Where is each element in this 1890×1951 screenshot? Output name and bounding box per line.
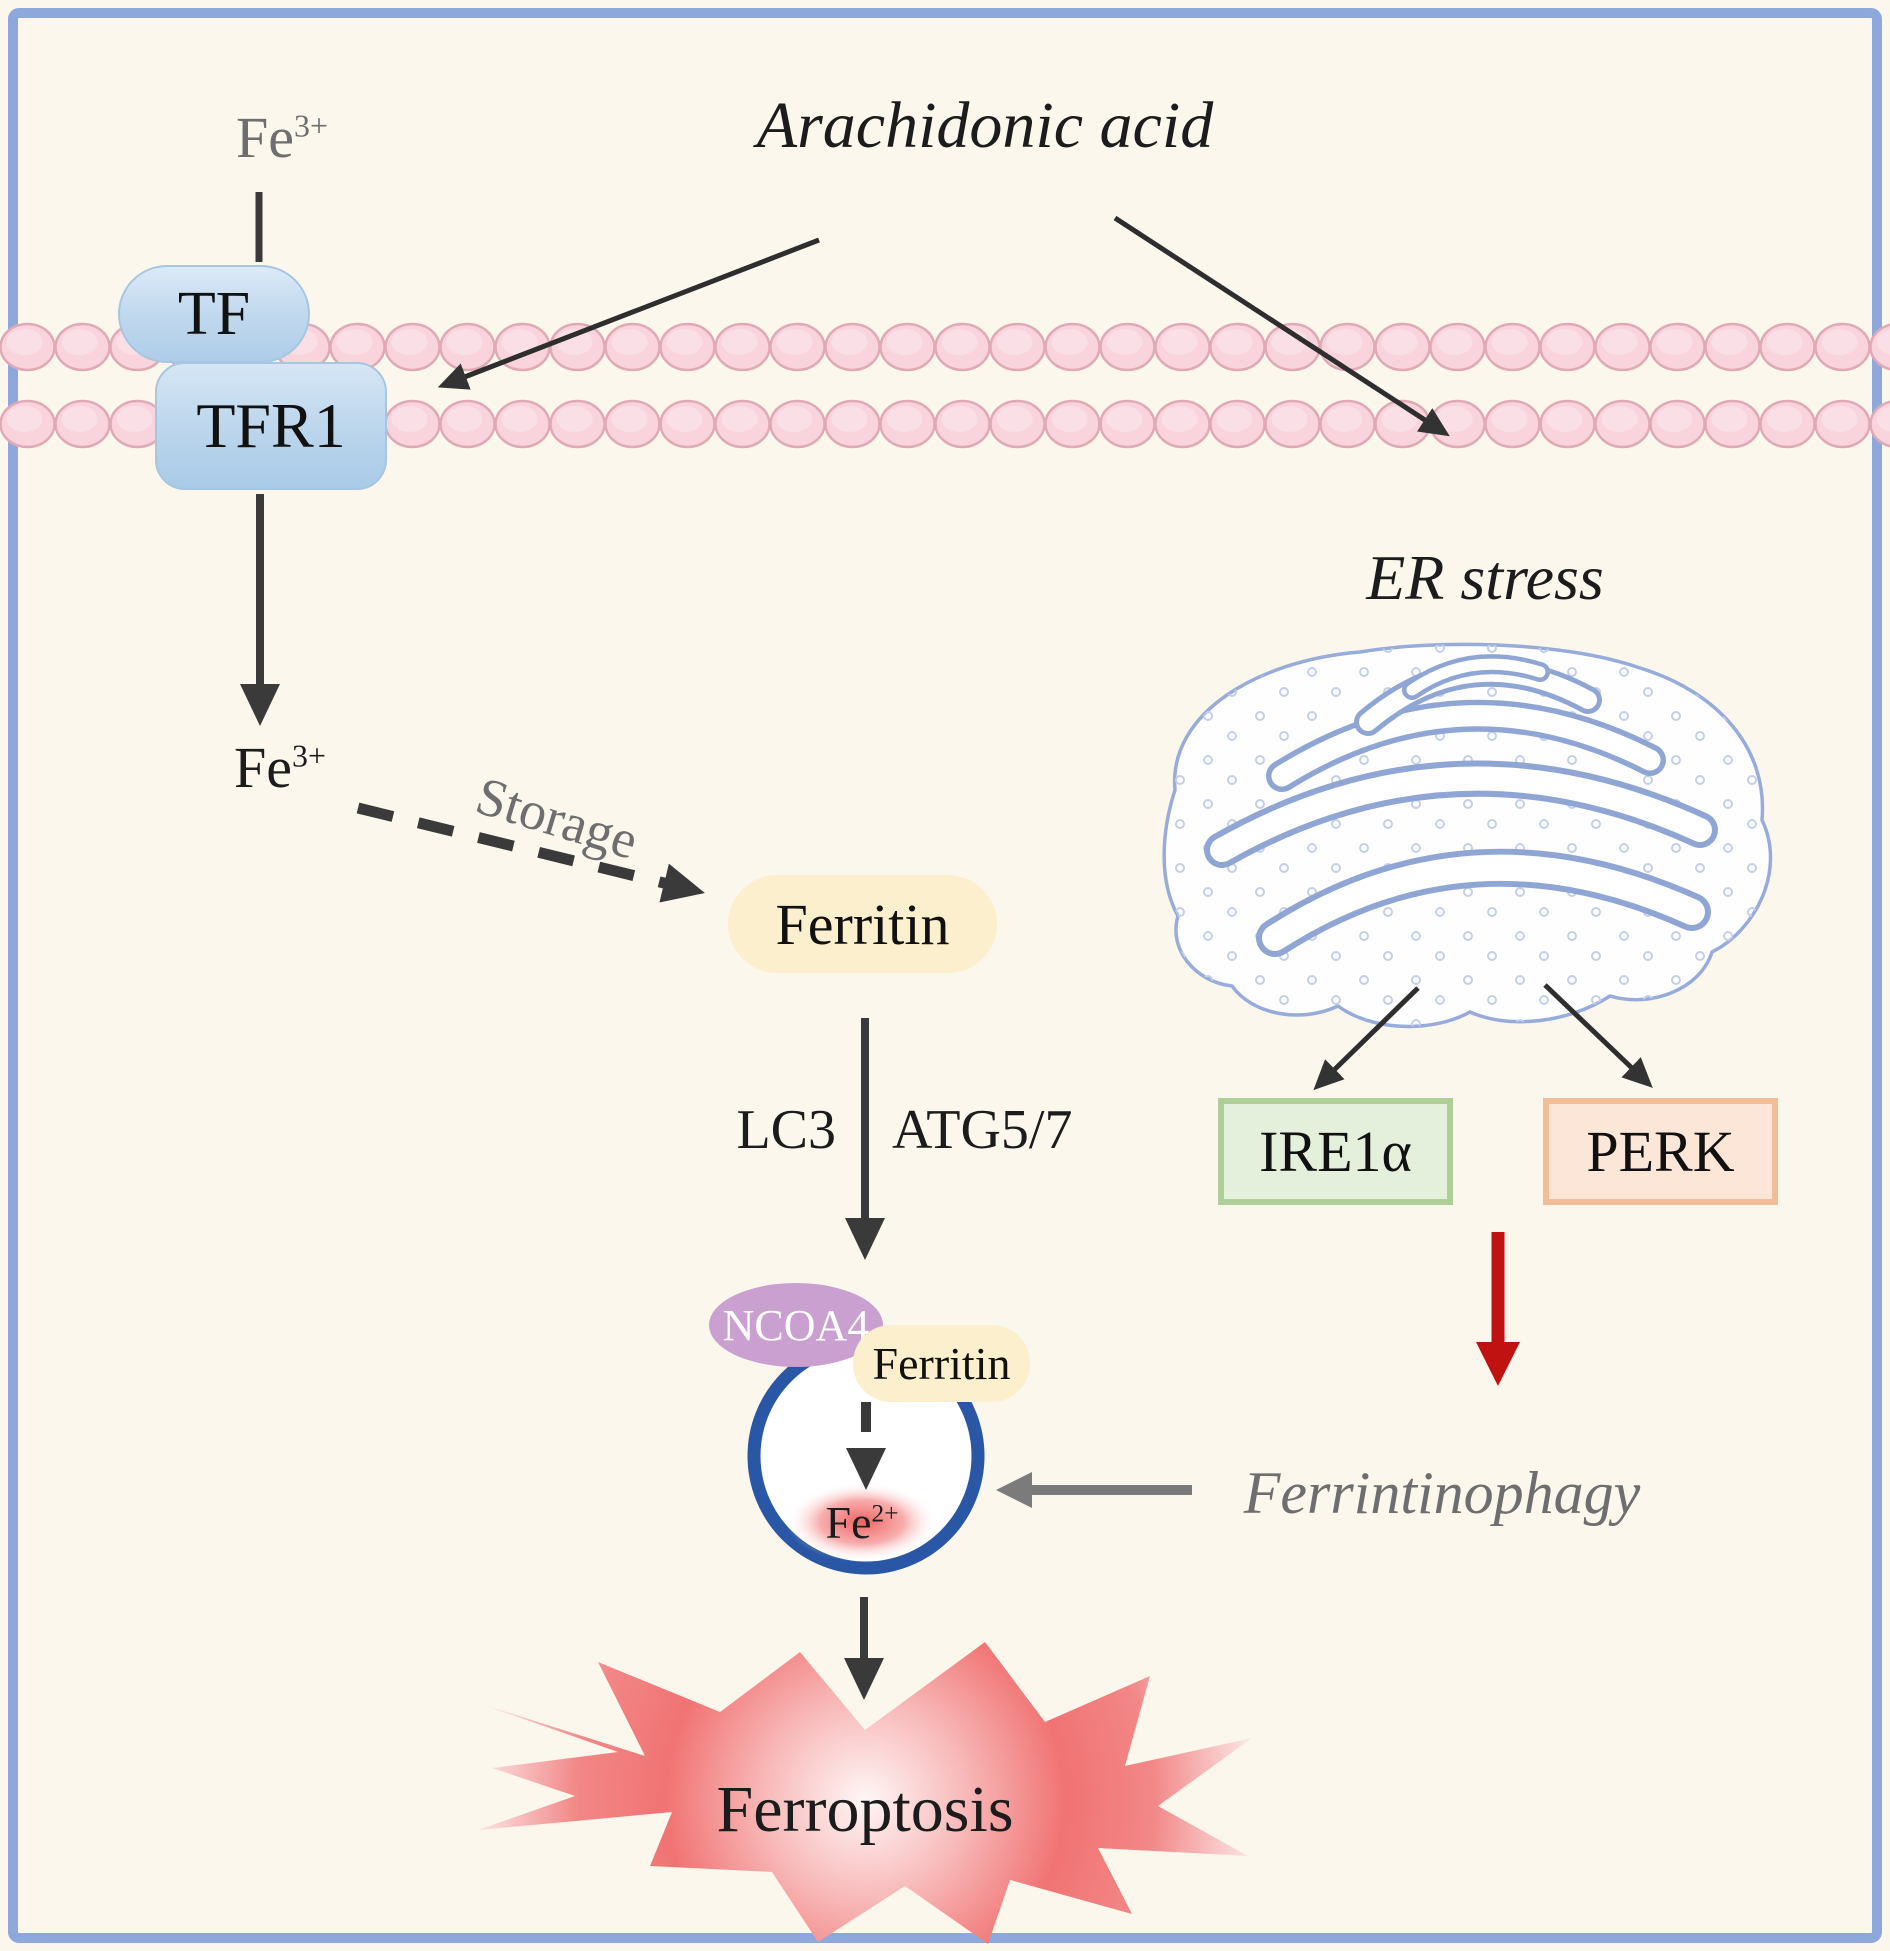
arachidonic-right-arrow (1113, 215, 1450, 437)
er-illustration (1162, 642, 1773, 1029)
fe2-glow (786, 1482, 938, 1562)
ferritin-pill: Ferritin (728, 875, 997, 973)
atg5-7-label: ATG5/7 (892, 1099, 1073, 1161)
storage-dashed-arrow (356, 802, 705, 903)
tf-label: TF (177, 279, 251, 348)
ncoa4-label: NCOA4 (722, 1300, 870, 1350)
ferrintinophagy-label: Ferrintinophagy (1243, 1460, 1641, 1526)
er-to-perk-arrow (1543, 983, 1653, 1088)
ferritin-cargo-label: Ferritin (872, 1338, 1011, 1389)
perk-box: PERK (1543, 1098, 1778, 1205)
ire1a-box: IRE1α (1218, 1098, 1453, 1205)
ferritin-label: Ferritin (775, 891, 950, 957)
er-to-ire1a-arrow (1313, 986, 1420, 1091)
ferritin-cargo-pill: Ferritin (853, 1325, 1030, 1402)
lc3-label: LC3 (736, 1099, 836, 1161)
perk-label: PERK (1586, 1119, 1735, 1184)
frame-border (8, 8, 1882, 1943)
ire1a-label: IRE1α (1259, 1119, 1412, 1184)
tfr1-box: TFR1 (155, 362, 387, 490)
tf-box: TF (118, 265, 310, 363)
fe3-cytosolic-label: Fe3+ (234, 735, 326, 800)
fe2-label: Fe2+ (825, 1497, 899, 1548)
arachidonic-left-arrow (437, 237, 820, 390)
tfr1-label: TFR1 (196, 390, 346, 461)
fe3-extracellular-label: Fe3+ (236, 105, 328, 170)
ferroptosis-label: Ferroptosis (716, 1773, 1014, 1846)
arachidonic-acid-label: Arachidonic acid (756, 89, 1214, 162)
ferroptosis-starburst (478, 1642, 1252, 1944)
er-stress-label: ER stress (1366, 542, 1604, 613)
